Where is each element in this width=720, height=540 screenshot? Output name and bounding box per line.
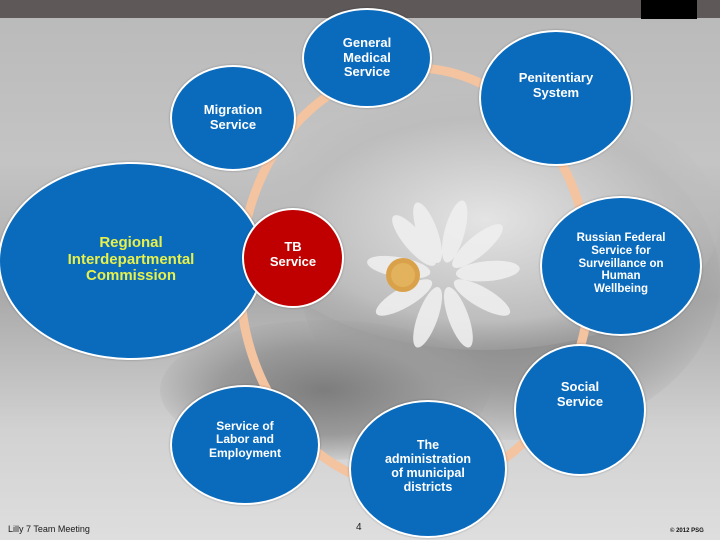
node-regional-interdepartmental-commission: Regional Interdepartmental Commission xyxy=(0,162,264,360)
node-label: Russian Federal Service for Surveillance… xyxy=(576,231,666,296)
node-labor-employment-service: Service of Labor and Employment xyxy=(170,385,320,505)
node-general-medical-service: General Medical Service xyxy=(302,8,432,108)
node-label: General Medical Service xyxy=(342,35,392,80)
node-municipal-administration: The administration of municipal district… xyxy=(349,400,507,538)
daisy-flower-icon xyxy=(367,200,520,348)
node-label: Regional Interdepartmental Commission xyxy=(67,234,195,285)
node-label: The administration of municipal district… xyxy=(384,438,472,494)
node-label: Penitentiary System xyxy=(518,70,594,100)
footer-page-number: 4 xyxy=(356,522,362,533)
node-migration-service: Migration Service xyxy=(170,65,296,171)
node-label: Migration Service xyxy=(203,102,263,132)
footer-copyright: © 2012 PSG xyxy=(670,528,704,534)
node-tb-service: TB Service xyxy=(242,208,344,308)
node-social-service: Social Service xyxy=(514,344,646,476)
node-label: Service of Labor and Employment xyxy=(208,418,281,460)
node-label: TB Service xyxy=(269,239,317,269)
node-russian-federal-service: Russian Federal Service for Surveillance… xyxy=(540,196,702,336)
top-bar-accent-block xyxy=(641,0,697,19)
node-penitentiary-system: Penitentiary System xyxy=(479,30,633,166)
footer-meeting-title: Lilly 7 Team Meeting xyxy=(8,524,90,534)
node-label: Social Service xyxy=(556,379,604,409)
